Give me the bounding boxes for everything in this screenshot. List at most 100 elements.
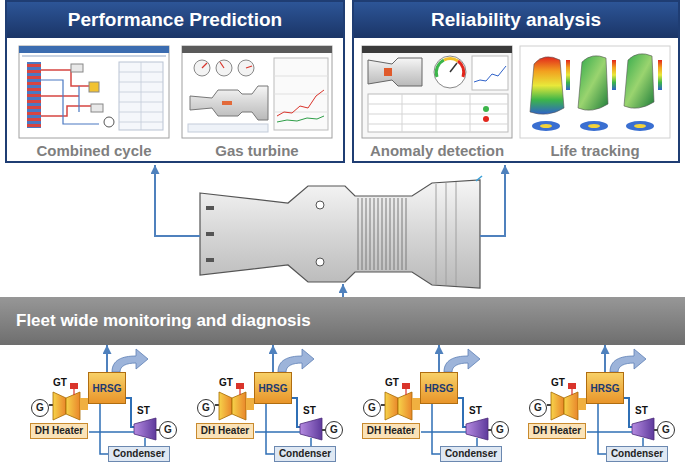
generator-letter: G	[534, 403, 542, 413]
combined-cycle-screenshot	[89, 82, 99, 92]
component-name: HRSG	[591, 383, 620, 394]
component-label: GT	[53, 377, 67, 388]
combined-cycle-screenshot	[41, 70, 91, 116]
life-tracking-screenshot	[580, 121, 608, 131]
combined-cycle-screenshot	[119, 62, 163, 130]
component-name: DH Heater	[201, 425, 249, 437]
generator-circle: G	[31, 399, 49, 417]
screenshot-caption: Anomaly detection	[370, 142, 504, 160]
anomaly-detection-screenshot	[362, 46, 512, 138]
anomaly-detection-screenshot	[384, 68, 392, 76]
gas-turbine-screenshot	[182, 46, 332, 138]
life-tracking-screenshot	[520, 46, 670, 138]
component-name: DH Heater	[533, 425, 581, 437]
anomaly-detection-screenshot	[472, 56, 508, 90]
gas-turbine-illustration	[206, 232, 214, 236]
gas-turbine-illustration	[206, 258, 214, 262]
combined-cycle-screenshot	[19, 46, 169, 53]
life-tracking-screenshot	[566, 60, 570, 90]
panel-box: Performance PredictionCombined cycleGas …	[5, 0, 345, 163]
screenshot-caption: Life tracking	[550, 142, 639, 160]
screenshot-panel: Gas turbine	[176, 42, 338, 160]
gas-turbine-illustration	[358, 198, 406, 270]
panel-box: Reliability analysisAnomaly detectionLif…	[352, 0, 680, 163]
anomaly-detection-screenshot	[368, 94, 508, 132]
life-tracking-screenshot	[540, 124, 552, 128]
combined-cycle-screenshot	[104, 117, 114, 127]
gas-turbine-illustration	[476, 176, 482, 181]
condenser-box: Condenser	[274, 446, 336, 462]
combined-cycle-screenshot	[19, 46, 169, 138]
flow-arrows	[342, 284, 344, 297]
gas-turbine-illustration	[316, 201, 324, 209]
component-name: DH Heater	[35, 425, 83, 437]
life-tracking-screenshot	[532, 121, 560, 131]
gas-turbine-screenshot	[188, 124, 268, 132]
life-tracking-screenshot	[578, 56, 608, 111]
generator-circle: G	[363, 399, 381, 417]
anomaly-detection-screenshot	[436, 60, 444, 77]
gas-turbine-screenshot	[277, 116, 324, 122]
gas-turbine-screenshot	[182, 46, 332, 138]
generator-circle: G	[159, 421, 177, 439]
generator-letter: G	[368, 403, 376, 413]
heater-box: DH Heater	[196, 423, 254, 439]
component-name: Condenser	[445, 448, 497, 460]
combined-cycle-screenshot	[19, 46, 169, 138]
flow-arrows	[155, 165, 200, 236]
component-name: Condenser	[113, 448, 165, 460]
hrsg-box: HRSG	[254, 372, 293, 404]
component-name: HRSG	[425, 383, 454, 394]
flow-arrow	[604, 345, 606, 372]
gas-turbine-illustration	[436, 182, 456, 286]
hrsg-box: HRSG	[420, 372, 459, 404]
life-tracking-screenshot	[658, 60, 662, 90]
heater-box: DH Heater	[362, 423, 420, 439]
generator-circle: G	[657, 421, 675, 439]
anomaly-detection-screenshot	[483, 116, 489, 122]
condenser-box: Condenser	[606, 446, 668, 462]
life-tracking-screenshot	[634, 124, 646, 128]
anomaly-detection-screenshot	[474, 66, 506, 82]
flow-arrows	[480, 165, 505, 236]
screenshot-caption: Gas turbine	[215, 142, 298, 160]
anomaly-detection-screenshot	[434, 56, 466, 88]
flow-arrow	[438, 345, 440, 372]
gas-turbine-screenshot	[182, 46, 332, 53]
gas-turbine-screenshot	[222, 101, 232, 105]
anomaly-detection-screenshot	[450, 63, 457, 72]
gas-turbine-screenshot	[274, 58, 328, 130]
generator-circle: G	[325, 421, 343, 439]
anomaly-detection-screenshot	[368, 94, 508, 132]
panel-heading: Performance Prediction	[7, 2, 343, 38]
component-label: ST	[635, 405, 648, 416]
life-tracking-screenshot	[588, 124, 600, 128]
anomaly-detection-screenshot	[444, 59, 458, 61]
component-name: Condenser	[279, 448, 331, 460]
gas-turbine-screenshot	[277, 90, 324, 116]
component-name: DH Heater	[367, 425, 415, 437]
condenser-box: Condenser	[440, 446, 502, 462]
gas-turbine-screenshot	[194, 60, 210, 76]
component-label: ST	[137, 405, 150, 416]
monitoring-band: Fleet wide monitoring and diagnosis	[0, 297, 685, 345]
combined-cycle-screenshot	[22, 55, 166, 57]
gas-turbine-screenshot	[220, 62, 224, 68]
screenshot-panel: Anomaly detection	[358, 42, 516, 160]
life-tracking-screenshot	[612, 60, 616, 90]
generator-circle: G	[529, 399, 547, 417]
generator-letter: G	[330, 425, 338, 435]
anomaly-detection-screenshot	[362, 46, 512, 138]
component-name: HRSG	[259, 383, 288, 394]
component-label: GT	[385, 377, 399, 388]
heater-box: DH Heater	[528, 423, 586, 439]
combined-cycle-screenshot	[119, 62, 163, 130]
combined-cycle-screenshot	[27, 62, 41, 128]
heater-box: DH Heater	[30, 423, 88, 439]
gas-turbine-screenshot	[190, 86, 268, 120]
generator-letter: G	[164, 425, 172, 435]
gas-turbine-illustration	[200, 180, 480, 288]
component-label: GT	[219, 377, 233, 388]
generator-letter: G	[662, 425, 670, 435]
